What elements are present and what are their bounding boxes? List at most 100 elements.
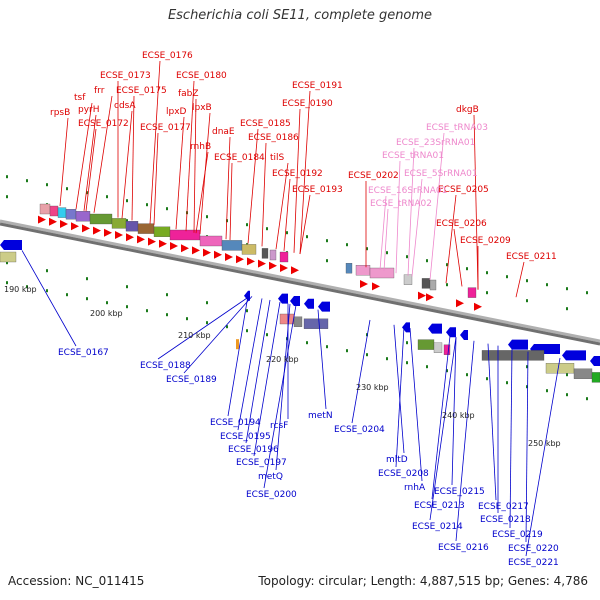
tick-dot bbox=[546, 389, 548, 393]
forward-gene-arrow bbox=[247, 257, 255, 266]
forward-gene-arrow bbox=[126, 233, 134, 242]
tick-dot bbox=[246, 309, 248, 313]
label-leader-line bbox=[429, 337, 457, 521]
tick-dot bbox=[126, 219, 128, 223]
tick-dot bbox=[586, 291, 588, 295]
tick-dot bbox=[226, 325, 228, 329]
reverse-gene-box bbox=[303, 318, 329, 329]
rna-label: ECSE_tRNA03 bbox=[426, 123, 488, 133]
gene-label-reverse: ECSE_0197 bbox=[236, 458, 287, 468]
tick-dot bbox=[426, 259, 428, 263]
label-leader-line bbox=[299, 90, 311, 255]
tick-dot bbox=[306, 341, 308, 345]
tick-dot bbox=[86, 297, 88, 301]
forward-gene-arrow bbox=[93, 226, 101, 235]
reverse-gene-box bbox=[433, 342, 443, 353]
gene-label-reverse: ECSE_0216 bbox=[438, 543, 489, 553]
reverse-gene-arrow bbox=[402, 322, 410, 333]
tick-dot bbox=[366, 353, 368, 357]
forward-gene-arrow bbox=[159, 239, 167, 248]
reverse-gene-arrow bbox=[508, 339, 528, 350]
tick-dot bbox=[166, 293, 168, 297]
tick-dot bbox=[566, 373, 568, 377]
label-leader-line bbox=[407, 147, 415, 276]
label-leader-line bbox=[429, 132, 445, 281]
orange-feature bbox=[236, 339, 239, 350]
forward-gene-arrow bbox=[426, 293, 434, 302]
gene-label-forward: ECSE_0175 bbox=[116, 86, 167, 96]
forward-gene-box bbox=[429, 279, 437, 291]
label-leader-line bbox=[515, 261, 525, 298]
forward-gene-arrow bbox=[291, 266, 299, 275]
gene-label-reverse: ECSE_0204 bbox=[334, 425, 385, 435]
gene-label-reverse: rnhA bbox=[404, 483, 426, 493]
forward-gene-box bbox=[49, 205, 59, 217]
forward-gene-arrow bbox=[148, 237, 156, 246]
gene-label-forward: ECSE_0202 bbox=[348, 171, 399, 181]
gene-label-forward: fabZ bbox=[178, 89, 199, 99]
label-leader-line bbox=[193, 98, 197, 233]
tick-dot bbox=[466, 267, 468, 271]
gene-label-reverse: ECSE_0214 bbox=[412, 522, 463, 532]
axis-light bbox=[0, 219, 600, 343]
forward-gene-box bbox=[241, 244, 257, 255]
tick-dot bbox=[166, 313, 168, 317]
gene-label-reverse: ECSE_0220 bbox=[508, 544, 559, 554]
tick-dot bbox=[566, 307, 568, 311]
label-leader-line bbox=[299, 194, 311, 255]
tick-dot bbox=[206, 321, 208, 325]
gene-label-forward: dkgB bbox=[456, 105, 479, 115]
label-leader-line bbox=[253, 301, 281, 457]
tick-dot bbox=[406, 255, 408, 259]
tick-dot bbox=[146, 203, 148, 207]
label-leader-line bbox=[21, 250, 77, 347]
label-leader-line bbox=[395, 326, 405, 468]
label-leader-line bbox=[225, 136, 231, 240]
gene-label-forward: ECSE_0211 bbox=[506, 252, 557, 262]
label-leader-line bbox=[275, 162, 289, 250]
tick-dot bbox=[406, 361, 408, 365]
reverse-gene-arrow bbox=[460, 330, 468, 340]
tick-dot bbox=[526, 365, 528, 369]
tick-dot bbox=[66, 293, 68, 297]
tick-dot bbox=[326, 345, 328, 349]
forward-gene-box bbox=[89, 213, 113, 225]
label-leader-line bbox=[263, 305, 297, 489]
tick-dot bbox=[26, 179, 28, 183]
forward-gene-arrow bbox=[115, 231, 123, 239]
gene-label-reverse: ECSE_0189 bbox=[166, 375, 217, 385]
gene-label-forward: rnhB bbox=[190, 142, 211, 152]
reverse-gene-box bbox=[279, 313, 295, 325]
forward-gene-arrow bbox=[360, 280, 368, 288]
reverse-gene-arrow bbox=[290, 296, 300, 306]
gene-label-forward: lpxB bbox=[192, 103, 212, 113]
rna-label: ECSE_23SrRNA01 bbox=[396, 138, 475, 148]
label-leader-line bbox=[183, 296, 253, 374]
label-leader-line bbox=[59, 117, 69, 207]
gene-label-reverse: ECSE_0167 bbox=[58, 348, 109, 358]
kbp-tick-label: 240 kbp bbox=[442, 411, 475, 420]
forward-gene-arrow bbox=[225, 253, 233, 261]
gene-label-forward: ECSE_0191 bbox=[292, 81, 343, 91]
tick-dot bbox=[366, 247, 368, 251]
tick-dot bbox=[306, 235, 308, 239]
forward-gene-box bbox=[221, 240, 243, 251]
gene-label-reverse: ECSE_0219 bbox=[492, 530, 543, 540]
label-leader-line bbox=[451, 337, 457, 486]
gene-label-reverse: ECSE_0200 bbox=[246, 490, 297, 500]
tick-dot bbox=[466, 373, 468, 377]
tick-dot bbox=[526, 385, 528, 389]
forward-gene-arrow bbox=[474, 302, 482, 311]
tick-dot bbox=[6, 281, 8, 285]
tick-dot bbox=[46, 183, 48, 187]
tick-dot bbox=[326, 259, 328, 263]
gene-label-forward: ECSE_0190 bbox=[282, 99, 333, 109]
label-leader-line bbox=[393, 324, 405, 454]
label-leader-line bbox=[237, 298, 263, 431]
label-leader-line bbox=[409, 327, 423, 482]
gene-label-reverse: ECSE_0218 bbox=[480, 515, 531, 525]
forward-gene-arrow bbox=[372, 282, 380, 291]
label-leader-line bbox=[487, 343, 497, 501]
